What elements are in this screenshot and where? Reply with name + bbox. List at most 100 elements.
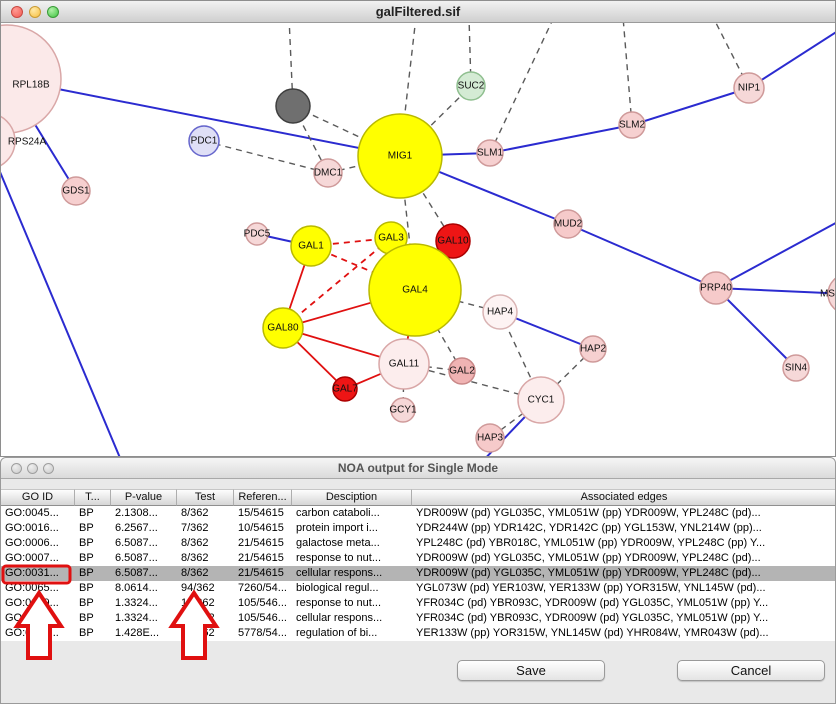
table-cell: 7/362 [181, 522, 209, 534]
column-header[interactable]: Referen... [234, 489, 292, 506]
graph-node-CYC1[interactable] [517, 376, 565, 424]
graph-node-DMC1[interactable] [313, 158, 343, 188]
graph-edge [310, 245, 416, 291]
table-cell: response to nut... [296, 552, 381, 564]
graph-node-HAP4[interactable] [482, 294, 518, 330]
table-cell: GO:0031... [5, 612, 59, 624]
graph-node-GDS1[interactable] [61, 176, 91, 206]
graph-node-label: RPS24A [8, 137, 47, 148]
cancel-button[interactable]: Cancel [677, 660, 825, 681]
column-header[interactable]: Test [177, 489, 234, 506]
table-cell: BP [79, 567, 94, 579]
graph-node-RPS24A[interactable] [1, 113, 16, 169]
graph-edge [282, 237, 392, 329]
graph-node-label: PDC1 [191, 136, 218, 147]
graph-edge [292, 105, 401, 157]
graph-node-MSL1[interactable] [827, 274, 835, 314]
table-cell: 1.3324... [115, 597, 158, 609]
graph-node-label: GAL10 [437, 236, 469, 247]
column-header[interactable]: Associated edges [412, 489, 835, 506]
table-cell: 21/54615 [238, 552, 284, 564]
graph-node-SUC2[interactable] [456, 71, 486, 101]
column-header[interactable]: GO ID [1, 489, 75, 506]
graph-node-MUD2[interactable] [553, 209, 583, 239]
graph-node-GAL80[interactable] [262, 307, 304, 349]
table-cell: 8/362 [181, 537, 209, 549]
table-cell: BP [79, 552, 94, 564]
noa-window-titlebar: NOA output for Single Mode [1, 458, 835, 479]
table-cell: 10/54615 [238, 522, 284, 534]
graph-node-SLM1[interactable] [476, 139, 504, 167]
zoom-button[interactable] [43, 463, 54, 474]
table-cell: 105/546... [238, 612, 287, 624]
table-cell: 21/54615 [238, 567, 284, 579]
graph-edge [203, 140, 329, 174]
minimize-button[interactable] [29, 6, 41, 18]
table-cell: 6.5087... [115, 537, 158, 549]
graph-node-GAL11[interactable] [378, 338, 430, 390]
column-header[interactable]: Desciption [292, 489, 412, 506]
graph-node-label: SIN4 [785, 363, 808, 374]
graph-window-titlebar: galFiltered.sif [1, 1, 835, 23]
graph-node-label: NIP1 [738, 83, 761, 94]
graph-node-SIN4[interactable] [782, 354, 810, 382]
table-cell: 6.5087... [115, 567, 158, 579]
graph-node-HAP3[interactable] [475, 423, 505, 453]
column-header[interactable]: T... [75, 489, 111, 506]
graph-edge [622, 23, 633, 126]
graph-node-HAP2[interactable] [579, 335, 607, 363]
close-button[interactable] [11, 463, 22, 474]
table-cell: YDR009W (pd) YGL035C, YML051W (pp) YDR00… [416, 507, 761, 519]
graph-node-PDC5[interactable] [245, 222, 269, 246]
graph-edge [715, 287, 797, 369]
graph-node-label: HAP3 [477, 433, 504, 444]
graph-node-GAL7[interactable] [332, 376, 358, 402]
table-cell: 7260/54... [238, 582, 287, 594]
graph-node-NIP1[interactable] [733, 72, 765, 104]
table-cell: 1.428E... [115, 627, 160, 639]
save-button[interactable]: Save [457, 660, 605, 681]
table-cell: protein import i... [296, 522, 378, 534]
graph-node-PRP40[interactable] [699, 271, 733, 305]
table-cell: BP [79, 612, 94, 624]
graph-edge [489, 23, 552, 154]
table-cell: 10/362 [181, 612, 215, 624]
graph-node-label: DMC1 [314, 168, 343, 179]
table-cell: BP [79, 537, 94, 549]
graph-node-PDC1[interactable] [188, 125, 220, 157]
graph-node-MIG1[interactable] [357, 113, 443, 199]
minimize-button[interactable] [27, 463, 38, 474]
graph-node-DARK1[interactable] [275, 88, 311, 124]
zoom-button[interactable] [47, 6, 59, 18]
graph-node-SLM2[interactable] [618, 111, 646, 139]
table-cell: YDR009W (pd) YGL035C, YML051W (pp) YDR00… [416, 567, 761, 579]
table-cell: BP [79, 597, 94, 609]
column-header[interactable]: P-value [111, 489, 177, 506]
table-cell: 6.5087... [115, 552, 158, 564]
table-cell: GO:0006... [5, 537, 59, 549]
table-cell: BP [79, 627, 94, 639]
table-cell: galactose meta... [296, 537, 380, 549]
graph-edge [6, 78, 401, 157]
close-button[interactable] [11, 6, 23, 18]
graph-node-GAL10[interactable] [435, 223, 471, 259]
table-cell: 15/54615 [238, 507, 284, 519]
graph-node-GCY1[interactable] [390, 397, 416, 423]
graph-node-GAL2[interactable] [448, 357, 476, 385]
table-cell: cellular respons... [296, 567, 383, 579]
graph-node-GAL4[interactable] [368, 243, 462, 337]
graph-edge [748, 31, 835, 89]
graph-node-GAL1[interactable] [290, 225, 332, 267]
